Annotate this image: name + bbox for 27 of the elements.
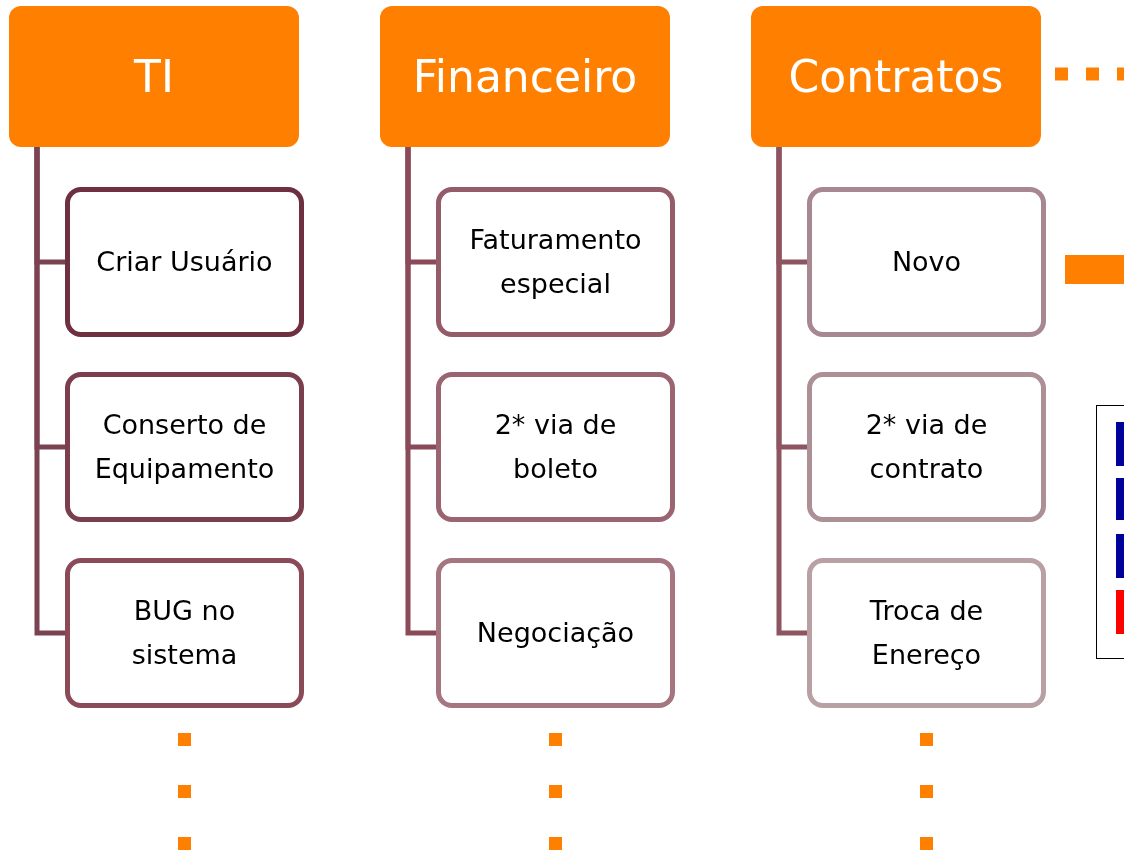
item-box (807, 187, 1046, 337)
connector-line (34, 147, 65, 636)
item-box (65, 558, 304, 708)
header-title: TI (134, 49, 174, 104)
item-label: BUG no sistema (130, 594, 239, 672)
category-header (9, 6, 299, 147)
connector-line (776, 147, 807, 636)
item-label: Troca de Enereço (868, 594, 985, 672)
item-box (807, 558, 1046, 708)
item-box (436, 558, 675, 708)
item-box (65, 372, 304, 522)
header-title: Financeiro (412, 49, 638, 104)
header-title: Contratos (788, 49, 1004, 104)
item-box (65, 187, 304, 337)
item-box (807, 372, 1046, 522)
item-label: 2* via de contrato (864, 408, 989, 486)
item-box (436, 187, 675, 337)
item-label: Criar Usuário (96, 245, 273, 279)
item-label: Negociação (476, 616, 635, 650)
item-box (436, 372, 675, 522)
item-label: 2* via de boleto (493, 408, 618, 486)
item-label: Faturamento especial (468, 223, 643, 301)
item-label: Novo (891, 245, 962, 279)
category-header (380, 6, 670, 147)
item-label: Conserto de Equipamento (93, 408, 276, 486)
connector-line (405, 147, 436, 636)
category-header (751, 6, 1041, 147)
